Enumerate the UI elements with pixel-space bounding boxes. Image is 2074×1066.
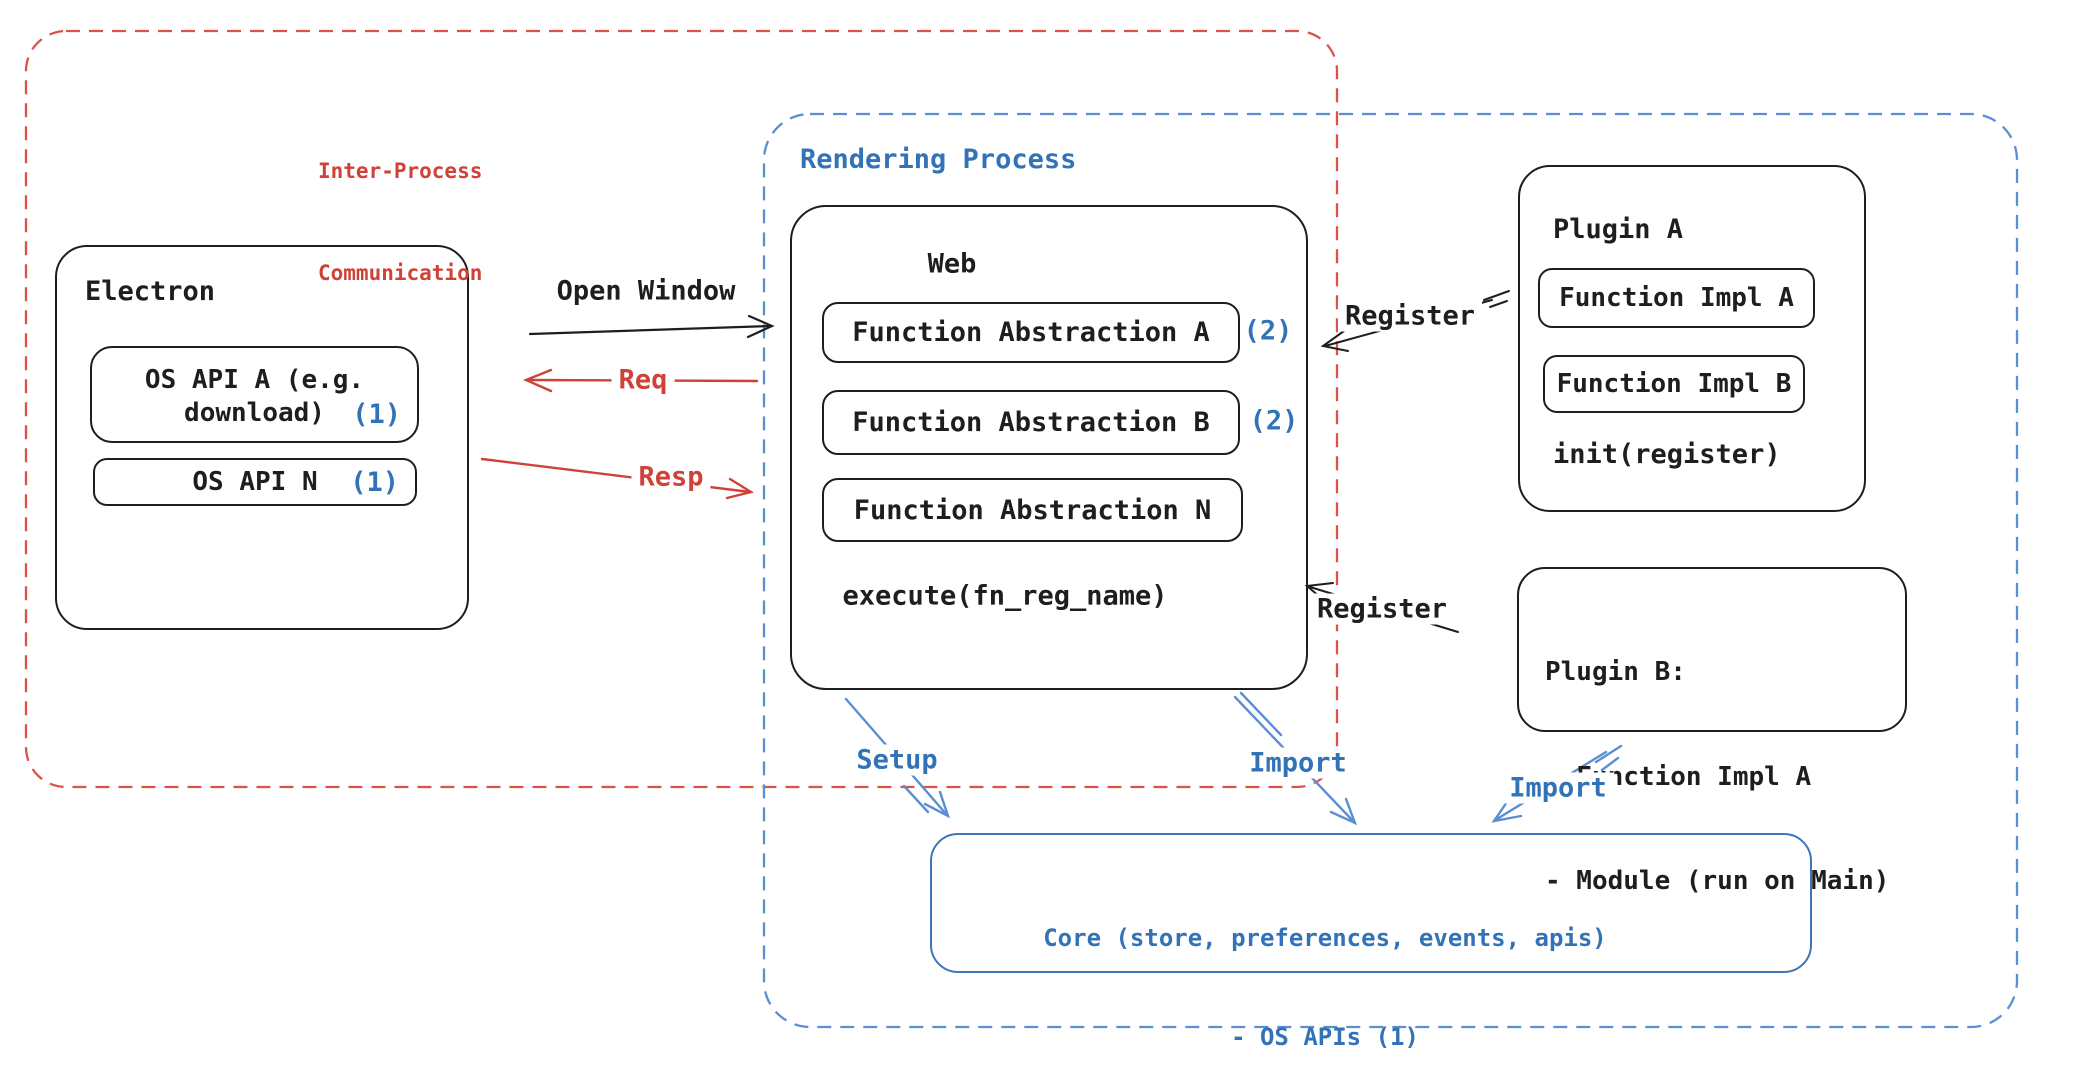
core-item-os-apis: - OS APIs (1) [1231,1023,1419,1051]
open-window-arrow [528,314,775,339]
ipc-label: Inter-Process Communication [318,86,482,358]
import-plugin-b-arrow-label: Import [1502,772,1614,804]
core-title: Core (store, preferences, events, apis) [1043,924,1607,952]
resp-arrow [480,457,755,500]
register-plugin-a-arrow-label: Register [1337,300,1483,332]
plugin-b-title: Plugin B: [1545,657,1686,687]
function-impl-b-label: Function Impl B [1556,369,1792,399]
plugin-a-title: Plugin A [1553,214,1684,245]
function-abstraction-b-pill: Function Abstraction B [822,390,1240,455]
function-abstraction-a-pill: Function Abstraction A [822,302,1240,363]
electron-title: Electron [85,276,216,307]
register-plugin-b-arrow-label: Register [1309,593,1455,625]
function-abstraction-n-pill: Function Abstraction N [822,478,1243,542]
os-api-n-label: OS API N [192,467,318,497]
function-abstraction-a-badge: (2) [1243,315,1293,347]
os-api-a-line2: download) [184,398,325,428]
import-web-arrow-label: Import [1242,747,1354,779]
function-abstraction-a-label: Function Abstraction A [852,317,1210,348]
function-impl-b-pill: Function Impl B [1543,355,1805,413]
execute-label: execute(fn_reg_name) [842,580,1168,612]
function-impl-a-pill: Function Impl A [1538,268,1815,328]
ipc-label-line1: Inter-Process [318,159,483,183]
os-api-a-line1: OS API A (e.g. [144,365,365,395]
open-window-arrow-label: Open Window [549,275,743,307]
setup-arrow-label: Setup [849,744,945,776]
ipc-label-line2: Communication [318,261,483,285]
rendering-process-label: Rendering Process [800,144,1077,175]
os-api-n-badge: (1) [350,466,399,498]
function-abstraction-n-label: Function Abstraction N [853,494,1212,526]
web-title: Web [927,248,977,280]
core-text: Core (store, preferences, events, apis) … [935,856,1715,1066]
os-api-a-pill: OS API A (e.g. download) (1) [90,346,419,443]
function-impl-a-label: Function Impl A [1559,283,1794,313]
function-abstraction-b-badge: (2) [1249,405,1299,437]
resp-arrow-label: Resp [631,461,711,493]
req-arrow-label: Req [611,364,675,396]
init-register-label: init(register) [1553,439,1781,470]
os-api-n-pill: OS API N (1) [93,458,417,506]
function-abstraction-b-label: Function Abstraction B [852,407,1210,438]
os-api-a-badge: (1) [352,399,401,430]
